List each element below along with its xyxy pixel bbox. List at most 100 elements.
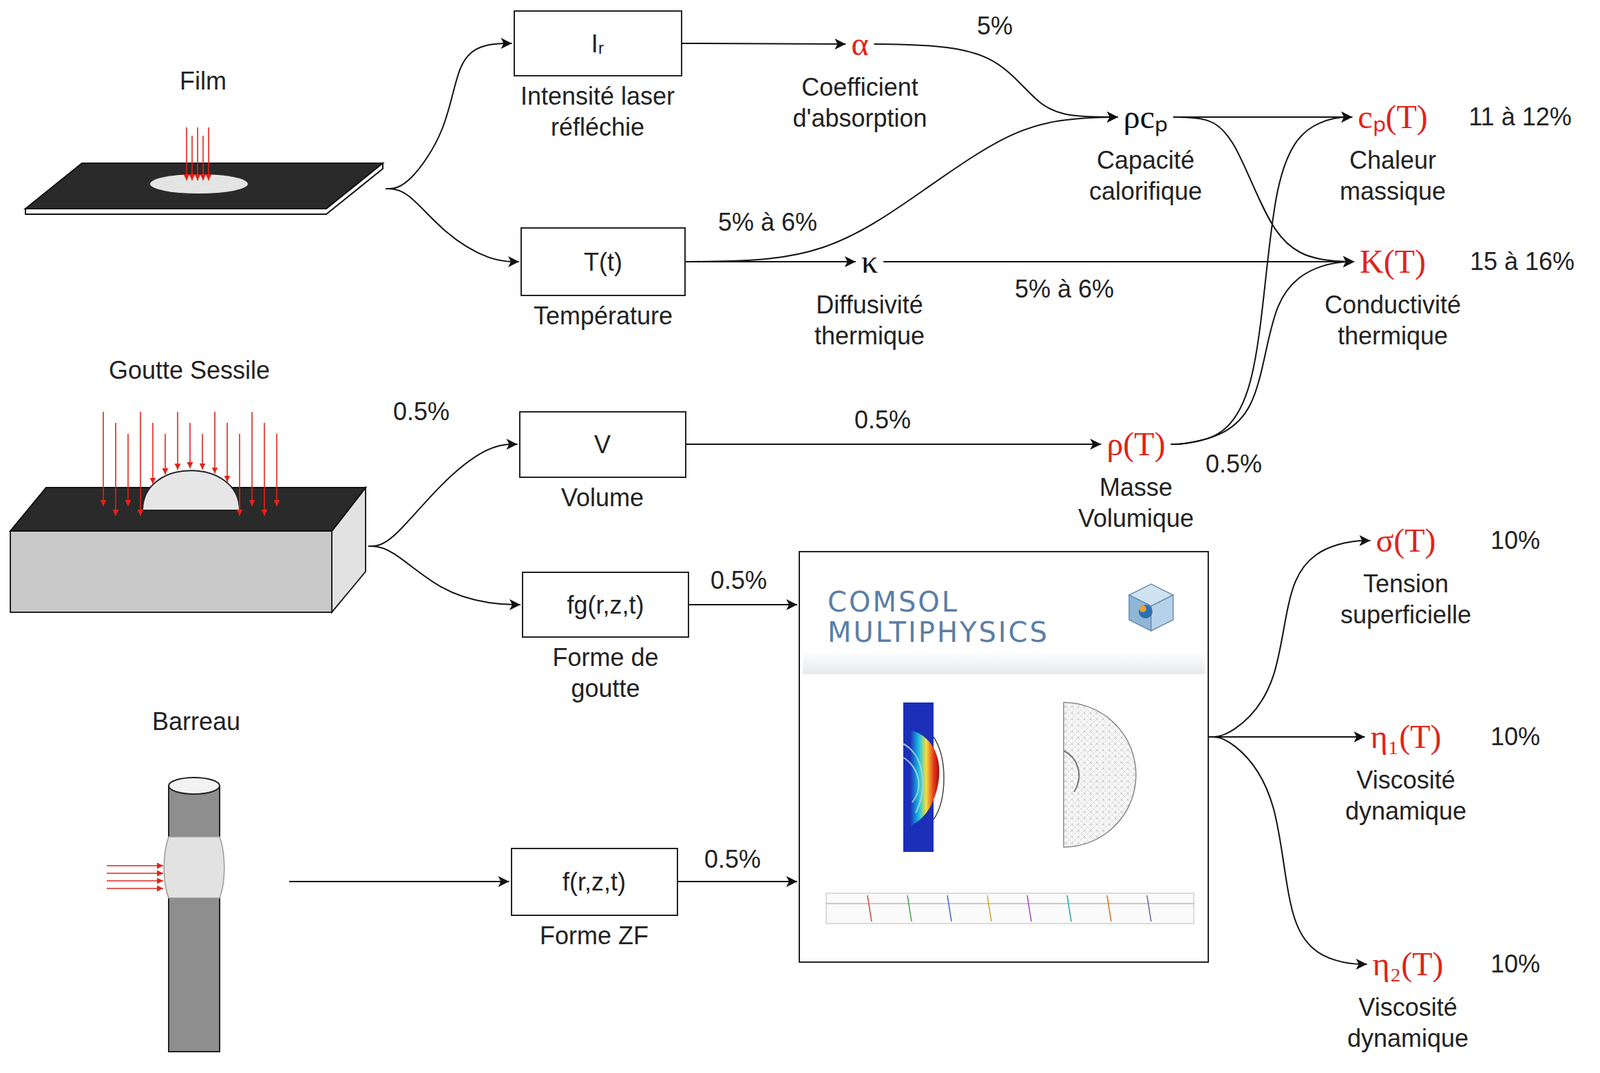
result-quantity: K(T) Conductivité thermique — [1306, 243, 1479, 352]
symbol-label: ρ(T) — [1106, 426, 1165, 463]
box-label: Iᵣ — [591, 28, 605, 60]
laser-ray — [139, 411, 142, 516]
caption: Volume — [492, 481, 713, 513]
laser-ray — [226, 422, 228, 482]
laser-ray — [185, 127, 188, 181]
symbol-label: K(T) — [1359, 243, 1426, 281]
caption: Coefficient d'absorption — [756, 71, 964, 134]
connector-arrow — [1208, 735, 1365, 738]
caption: Intensité laser réfléchie — [487, 80, 708, 143]
plot-tick — [1107, 895, 1112, 922]
caption: Conductivité thermique — [1306, 289, 1479, 352]
caption: Chaleur massique — [1310, 144, 1476, 207]
figure-title: Goutte Sessile — [10, 354, 369, 386]
laser-ray — [238, 433, 241, 516]
laser-ray — [106, 864, 164, 867]
connector-arrow — [678, 880, 798, 882]
connector-arrow — [883, 260, 1355, 263]
laser-ray — [207, 127, 210, 181]
laser-ray — [189, 422, 191, 469]
percent-label: 15 à 16% — [1469, 246, 1575, 277]
box-label: f(r,z,t) — [562, 866, 626, 898]
connector-arrow — [368, 545, 521, 605]
plot-tick — [1027, 895, 1032, 922]
box-label: V — [594, 428, 611, 460]
symbol-label: α — [850, 26, 869, 63]
caption: Capacité calorifique — [1056, 144, 1236, 207]
edge-label: 5% — [974, 11, 1016, 41]
edge-label: 0.5% — [701, 844, 764, 874]
sessile-drop-figure: Goutte Sessile — [10, 354, 369, 613]
plot-tick — [947, 895, 952, 922]
measure-box: T(t) Température — [492, 227, 714, 332]
laser-ray — [214, 411, 216, 474]
laser-ray — [196, 127, 199, 181]
laser-ray — [102, 411, 104, 507]
quantity: κDiffusivité thermique — [786, 243, 953, 352]
laser-ray — [201, 433, 204, 470]
figure-title: Film — [20, 65, 386, 97]
sessile-drop-block — [10, 411, 366, 613]
result-quantity: cₚ(T) Chaleur massique — [1310, 99, 1476, 208]
caption: Viscosité dynamique — [1328, 991, 1488, 1054]
laser-ray — [251, 411, 253, 507]
connector-arrow — [685, 260, 856, 263]
edge-label: 5% à 6% — [1012, 274, 1117, 304]
laser-ray — [202, 135, 204, 181]
film-plate — [25, 127, 383, 215]
connector-arrow — [686, 443, 1102, 445]
connector-arrow — [1208, 736, 1367, 964]
simulation-box: COMSOL MULTIPHYSICS — [798, 550, 1209, 963]
symbol-label: η₁(T) — [1370, 718, 1441, 756]
symbol-label: σ(T) — [1375, 522, 1436, 560]
percent-label: 10% — [1490, 525, 1541, 555]
laser-ray — [106, 887, 164, 889]
caption: Diffusivité thermique — [786, 289, 953, 352]
measure-box: fg(r,z,t) Forme de goutte — [521, 571, 690, 704]
box-outline: fg(r,z,t) — [521, 571, 690, 638]
symbol-label: cₚ(T) — [1357, 99, 1428, 136]
laser-ray — [191, 135, 193, 181]
plot-tick — [867, 895, 872, 922]
caption: Température — [492, 300, 714, 332]
laser-ray — [276, 433, 278, 507]
plot-tick — [1067, 895, 1072, 922]
box-outline: f(r,z,t) — [510, 847, 679, 916]
laser-ray — [106, 872, 164, 874]
result-quantity: η₂(T)Viscosité dynamique — [1328, 945, 1488, 1055]
edge-label: 0.5% — [707, 565, 770, 595]
result-quantity: ρ(T) Masse Volumique — [1063, 426, 1209, 535]
quantity: αCoefficient d'absorption — [756, 26, 964, 135]
edge-label: 0.5% — [1202, 448, 1265, 479]
connector-arrow — [289, 880, 510, 882]
connector-arrow — [689, 603, 798, 606]
film-figure: Film — [20, 65, 386, 224]
connector-arrow — [682, 42, 847, 45]
percent-label: 11 à 12% — [1468, 101, 1572, 132]
connector-arrow — [1208, 540, 1371, 737]
measure-box: IᵣIntensité laser réfléchie — [487, 10, 708, 143]
connector-arrow — [368, 444, 518, 546]
measure-box: f(r,z,t) Forme ZF — [483, 847, 705, 951]
box-outline: V — [519, 411, 687, 478]
box-label: T(t) — [583, 246, 623, 278]
quantity: ρcₚCapacité calorifique — [1056, 99, 1236, 208]
plot-tick — [987, 895, 992, 922]
box-outline: T(t) — [520, 227, 686, 297]
box-label: fg(r,z,t) — [566, 589, 644, 621]
connector-arrow — [685, 117, 1119, 262]
edge-label: 5% à 6% — [715, 207, 820, 237]
percent-label: 10% — [1490, 721, 1541, 752]
rod-figure: Barreau — [103, 705, 290, 1064]
figure-title: Barreau — [103, 705, 290, 737]
connector-arrow — [385, 43, 513, 189]
result-quantity: η₁(T)Viscosité dynamique — [1326, 718, 1486, 827]
measure-box: V Volume — [492, 411, 713, 513]
edge-label: 0.5% — [851, 404, 914, 435]
caption: Forme de goutte — [521, 641, 690, 704]
laser-ray — [164, 433, 166, 475]
caption: Masse Volumique — [1063, 471, 1209, 534]
caption: Forme ZF — [483, 919, 705, 951]
comsol-figure — [798, 550, 1209, 963]
symbol-label: ρcₚ — [1123, 99, 1168, 136]
